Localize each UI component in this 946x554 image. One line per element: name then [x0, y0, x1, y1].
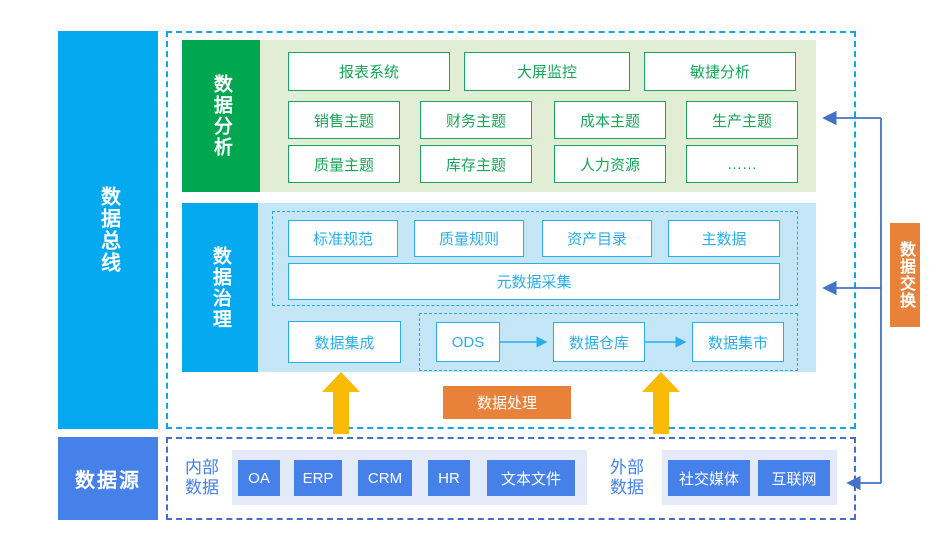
source-item-label: ERP — [302, 469, 334, 487]
governance-item-asset-catalog[interactable]: 资产目录 — [542, 220, 652, 257]
analysis-item-agile-analysis[interactable]: 敏捷分析 — [644, 52, 796, 91]
source-item-crm[interactable]: CRM — [358, 460, 412, 496]
analysis-item-big-screen-monitor[interactable]: 大屏监控 — [464, 52, 630, 91]
governance-item-quality-rules[interactable]: 质量规则 — [414, 220, 524, 257]
pipeline-item-label: 数据集市 — [707, 334, 768, 352]
source-item-erp[interactable]: ERP — [294, 460, 342, 496]
internal-data-label-line2: 数据 — [185, 478, 219, 497]
source-item-label: 社交媒体 — [678, 470, 739, 488]
governance-item-label: 元数据采集 — [496, 274, 572, 291]
analysis-item-label: 质量主题 — [313, 156, 374, 174]
analysis-item-more[interactable]: …… — [686, 145, 798, 183]
source-item-text-file[interactable]: 文本文件 — [487, 460, 575, 496]
governance-item-label: 数据集成 — [314, 334, 375, 352]
analysis-item-sales-topic[interactable]: 销售主题 — [288, 101, 400, 139]
analysis-item-inventory-topic[interactable]: 库存主题 — [420, 145, 532, 183]
analysis-item-human-resources[interactable]: 人力资源 — [554, 145, 666, 183]
data-source-bar-label: 数据源 — [75, 470, 141, 492]
pipeline-item-ods[interactable]: ODS — [436, 322, 500, 362]
analysis-item-label: 敏捷分析 — [689, 64, 750, 81]
pipeline-arrow-warehouse-to-mart — [645, 336, 687, 348]
pipeline-arrow-ods-to-warehouse — [500, 336, 548, 348]
external-data-label-line2: 数据 — [610, 478, 644, 497]
analysis-item-label: 财务主题 — [445, 112, 506, 130]
source-item-internet[interactable]: 互联网 — [758, 460, 830, 496]
data-bus-bar: 数据总线 — [58, 31, 158, 429]
governance-item-label: 标准规范 — [312, 231, 373, 248]
data-exchange-bar: 数据交换 — [890, 223, 920, 327]
data-pipeline-group — [419, 313, 798, 371]
pipeline-item-data-warehouse[interactable]: 数据仓库 — [553, 322, 645, 362]
external-data-label-line1: 外部 — [610, 458, 644, 478]
governance-item-standards[interactable]: 标准规范 — [288, 220, 398, 257]
source-item-label: HR — [438, 469, 460, 487]
source-item-oa[interactable]: OA — [238, 460, 280, 496]
source-item-social-media[interactable]: 社交媒体 — [668, 460, 750, 496]
governance-item-label: 主数据 — [701, 231, 747, 248]
governance-item-metadata-collection[interactable]: 元数据采集 — [288, 263, 780, 300]
analysis-item-label: 成本主题 — [579, 112, 640, 130]
data-processing-label: 数据处理 — [476, 395, 537, 412]
internal-data-label: 内部 数据 — [172, 452, 232, 504]
governance-item-data-integration[interactable]: 数据集成 — [288, 321, 401, 363]
pipeline-item-data-mart[interactable]: 数据集市 — [692, 322, 784, 362]
analysis-item-label: …… — [727, 155, 757, 173]
analysis-item-label: 大屏监控 — [516, 64, 577, 81]
governance-item-master-data[interactable]: 主数据 — [668, 220, 780, 257]
source-item-label: 互联网 — [771, 470, 817, 488]
data-processing-tag[interactable]: 数据处理 — [443, 386, 571, 419]
governance-standards-group — [272, 211, 798, 306]
pipeline-item-label: ODS — [451, 333, 485, 351]
analysis-item-production-topic[interactable]: 生产主题 — [686, 101, 798, 139]
data-flow-arrow-left-icon — [322, 372, 360, 434]
internal-data-label-line1: 内部 — [185, 458, 219, 478]
governance-label: 数据治理 — [209, 245, 231, 330]
analysis-item-label: 生产主题 — [711, 112, 772, 130]
analysis-item-label: 报表系统 — [338, 64, 399, 81]
analysis-item-cost-topic[interactable]: 成本主题 — [554, 101, 666, 139]
analysis-item-finance-topic[interactable]: 财务主题 — [420, 101, 532, 139]
analysis-item-report-system[interactable]: 报表系统 — [288, 52, 450, 91]
analysis-label: 数据分析 — [210, 74, 232, 158]
analysis-label-bar: 数据分析 — [182, 40, 260, 192]
data-bus-label: 数据总线 — [97, 186, 120, 274]
source-item-label: OA — [248, 469, 270, 487]
data-source-bar: 数据源 — [58, 437, 158, 520]
external-data-label: 外部 数据 — [597, 452, 657, 504]
governance-item-label: 质量规则 — [438, 231, 499, 248]
analysis-item-label: 库存主题 — [445, 156, 506, 174]
analysis-item-label: 人力资源 — [579, 156, 640, 174]
analysis-item-label: 销售主题 — [313, 112, 374, 130]
pipeline-item-label: 数据仓库 — [568, 334, 629, 352]
governance-label-bar: 数据治理 — [182, 203, 258, 372]
data-exchange-connector — [822, 110, 882, 491]
source-item-hr[interactable]: HR — [428, 460, 470, 496]
source-item-label: 文本文件 — [500, 470, 561, 488]
platform-container — [166, 31, 856, 429]
source-item-label: CRM — [367, 469, 403, 487]
governance-item-label: 资产目录 — [566, 231, 627, 248]
data-exchange-label: 数据交换 — [897, 241, 914, 309]
data-flow-arrow-right-icon — [642, 372, 680, 434]
analysis-item-quality-topic[interactable]: 质量主题 — [288, 145, 400, 183]
